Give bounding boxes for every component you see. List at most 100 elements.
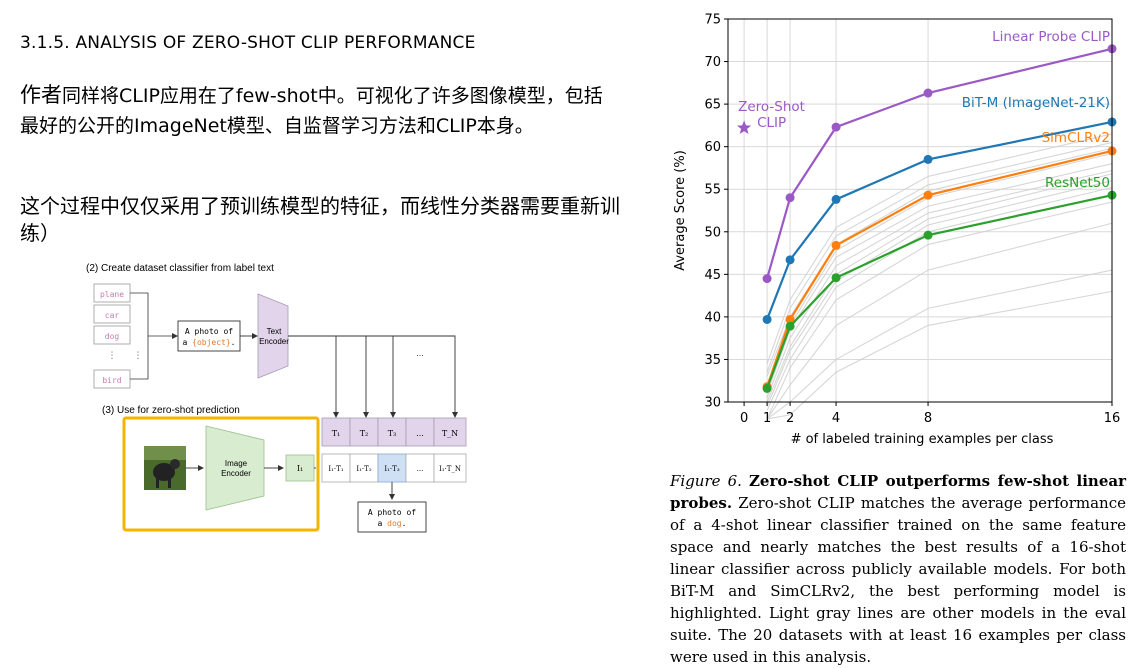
series-label-simclrv2: SimCLRv2 — [1042, 130, 1110, 146]
y-tick-label-9: 75 — [704, 13, 721, 28]
text-encoder — [257, 293, 289, 379]
zero-shot-star — [737, 120, 752, 134]
x-tick-label-3: 4 — [832, 411, 840, 426]
figure-caption: Figure 6. Zero-shot CLIP outperforms few… — [670, 470, 1126, 668]
chart-series — [737, 44, 1117, 393]
x-tick-label-0: 0 — [740, 411, 748, 426]
label-dog: dog — [105, 332, 120, 341]
prompt-line-1: A photo of — [185, 327, 233, 336]
series-3-point-0 — [762, 383, 772, 393]
similarity-row: I₁·T₁ I₁·T₂ I₁·T₃ ... I₁·T_N — [321, 453, 467, 483]
series-2-point-3 — [923, 190, 933, 200]
y-tick-label-2: 40 — [704, 310, 721, 325]
paragraph-2: 这个过程中仅仅采用了预训练模型的特征，而线性分类器需要重新训练） — [20, 194, 620, 245]
gray-line-1 — [766, 141, 1113, 373]
zero-shot-label-line-1: Zero-Shot — [738, 99, 805, 115]
connector-dots: ... — [416, 349, 424, 358]
y-tick-label-7: 65 — [704, 98, 721, 113]
y-tick-label-0: 30 — [704, 396, 721, 411]
paragraph-1-lead: 作者 — [20, 83, 62, 107]
series-2-point-2 — [831, 240, 841, 250]
prediction-line-1: A photo of — [368, 508, 416, 517]
t-cell-2: T₂ — [360, 429, 369, 438]
series-3-point-2 — [831, 273, 841, 283]
image-embedding — [285, 454, 315, 482]
series-0-point-2 — [831, 122, 841, 132]
image-encoder-line-2: Encoder — [221, 469, 251, 478]
gray-line-11 — [766, 269, 1113, 420]
t-cell-1: T₁ — [332, 429, 341, 438]
label-list: plane car dog ⋮ ⋮ bird — [93, 283, 178, 389]
series-label-linear-probe-clip: Linear Probe CLIP — [992, 29, 1110, 45]
y-axis-label: Average Score (%) — [673, 150, 688, 271]
image-encoder — [205, 425, 265, 511]
x-axis-label: # of labeled training examples per class — [791, 432, 1054, 447]
x-tick-label-1: 1 — [763, 411, 771, 426]
y-tick-label-8: 70 — [704, 55, 721, 70]
selected-similarity — [377, 453, 407, 483]
diagram-title-use: (3) Use for zero-shot prediction — [102, 405, 240, 416]
gray-line-6 — [766, 173, 1113, 403]
text-encoder-line-1: Text — [267, 327, 282, 336]
gray-line-8 — [766, 186, 1113, 411]
gray-line-9 — [766, 201, 1113, 420]
it-cell-dots: ... — [417, 465, 424, 473]
series-label-resnet50: ResNet50 — [1045, 175, 1110, 191]
series-0-point-1 — [785, 193, 795, 203]
t-cell-3: T₃ — [388, 429, 397, 438]
diagram-title-create: (2) Create dataset classifier from label… — [86, 263, 274, 274]
label-bird: bird — [102, 376, 121, 385]
paragraph-1-body: 同样将CLIP应用在了few-shot中。可视化了许多图像模型，包括最好的公开的… — [20, 85, 603, 137]
it-cell-3: I₁·T₃ — [384, 465, 399, 473]
plot-frame — [727, 18, 1113, 403]
y-tick-label-3: 45 — [704, 268, 721, 283]
gray-line-12 — [766, 290, 1113, 420]
label-car: car — [105, 311, 120, 320]
label-plane: plane — [100, 290, 124, 299]
caption-title: Zero-shot CLIP outperforms few-shot line… — [670, 472, 1126, 512]
series-1-point-1 — [785, 255, 795, 265]
series-0-point-3 — [923, 88, 933, 98]
caption-body: Zero-shot CLIP matches the average perfo… — [670, 494, 1126, 666]
y-tick-label-1: 35 — [704, 353, 721, 368]
t-cell-dots: ... — [416, 429, 424, 438]
gray-line-4 — [766, 163, 1113, 394]
zero-shot-label-line-2: CLIP — [757, 115, 786, 131]
prompt-template-box — [177, 320, 241, 352]
text-embedding-row: T₁ T₂ T₃ ... T_N — [321, 417, 467, 447]
prediction-box — [357, 501, 427, 533]
series-3-point-1 — [785, 321, 795, 331]
image-encoder-line-1: Image — [225, 459, 248, 468]
label-ellipsis: ⋮ — [108, 351, 117, 361]
section-heading: 3.1.5. ANALYSIS OF ZERO-SHOT CLIP PERFOR… — [20, 33, 476, 53]
highlight-frame — [122, 416, 320, 532]
y-tick-label-5: 55 — [704, 183, 721, 198]
series-1-point-0 — [762, 314, 772, 324]
prompt-line-2: a {object}. — [183, 338, 236, 347]
caption-label: Figure 6. — [670, 472, 742, 490]
clip-diagram: (2) Create dataset classifier from label… — [86, 263, 467, 533]
dog-photo — [144, 446, 186, 490]
it-cell-2: I₁·T₂ — [356, 465, 371, 473]
gray-line-10 — [766, 222, 1113, 420]
svg-text:⋮: ⋮ — [134, 351, 143, 361]
gray-line-0 — [766, 133, 1113, 364]
it-cell-n: I₁·T_N — [439, 465, 461, 473]
series-0-point-0 — [762, 274, 772, 284]
x-tick-label-4: 8 — [924, 411, 932, 426]
image-embedding-label: I₁ — [297, 464, 303, 473]
series-label-bit-m: BiT-M (ImageNet-21K) — [962, 95, 1110, 111]
it-cell-1: I₁·T₁ — [328, 465, 343, 473]
series-3-point-3 — [923, 230, 933, 240]
series-1-point-2 — [831, 194, 841, 204]
t-cell-n: T_N — [442, 429, 458, 438]
series-1-point-3 — [923, 154, 933, 164]
series-2-point-1 — [785, 314, 795, 324]
y-tick-label-6: 60 — [704, 140, 721, 155]
series-labels: Linear Probe CLIP BiT-M (ImageNet-21K) S… — [738, 29, 1110, 191]
text-encoder-line-2: Encoder — [259, 337, 289, 346]
y-tick-label-4: 50 — [704, 225, 721, 240]
x-tick-label-5: 16 — [1104, 411, 1121, 426]
